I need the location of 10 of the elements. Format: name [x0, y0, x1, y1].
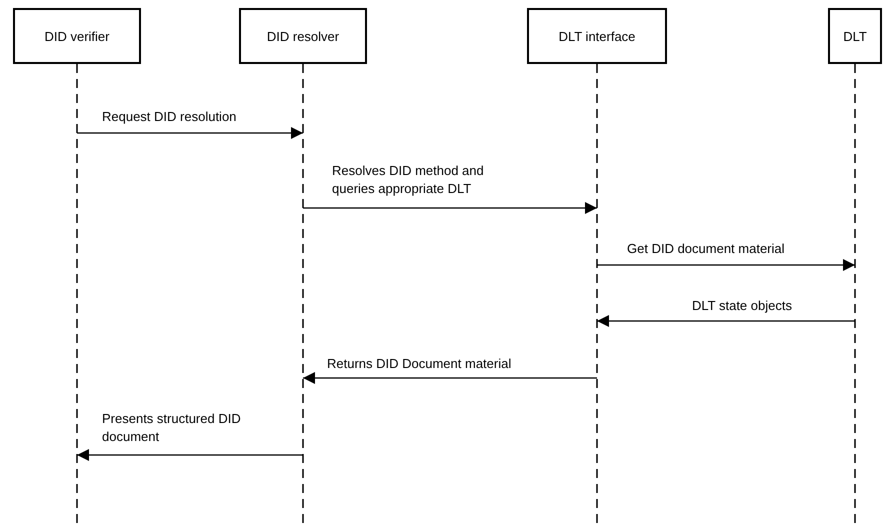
message-arrow	[303, 372, 597, 384]
message-arrow	[77, 127, 303, 139]
message-arrow	[597, 315, 855, 327]
participant-box: DLT interface	[527, 8, 667, 64]
message-arrow	[77, 449, 303, 461]
participant-box: DLT	[828, 8, 882, 64]
participant-box: DID resolver	[239, 8, 367, 64]
message-arrow	[303, 202, 597, 214]
participant-box: DID verifier	[13, 8, 141, 64]
message-arrow	[597, 259, 855, 271]
